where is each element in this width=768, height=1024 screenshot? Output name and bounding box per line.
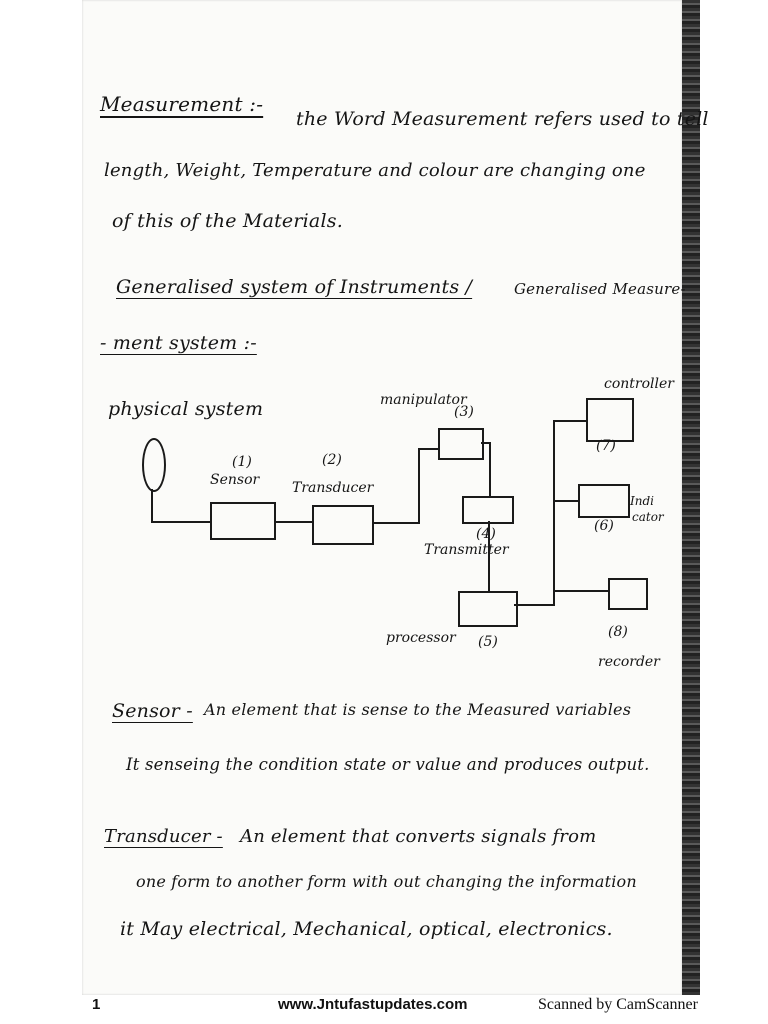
transmitter-number: (4) [476, 526, 496, 542]
gms-heading-a: Generalised system of Instruments / [116, 276, 473, 298]
processor-label: processor [386, 630, 456, 646]
indicator-box [578, 484, 630, 518]
transducer-label: Transducer [292, 480, 374, 496]
measurement-line-2: length, Weight, Temperature and colour a… [104, 160, 646, 181]
connector [274, 521, 314, 523]
sensor-box [210, 502, 276, 540]
manipulator-number: (3) [454, 404, 474, 420]
connector [488, 521, 490, 593]
page-edge [682, 0, 700, 995]
sensor-def-term: Sensor - [112, 700, 193, 722]
transducer-def-line-3: it May electrical, Mechanical, optical, … [120, 918, 613, 940]
sensor-def-line-2: It senseing the condition state or value… [126, 755, 650, 774]
measurement-line-1: the Word Measurement refers used to tell [296, 108, 709, 130]
sensor-label: Sensor [210, 472, 260, 488]
transducer-number: (2) [322, 452, 342, 468]
manipulator-box [438, 428, 484, 460]
transmitter-box [462, 496, 514, 524]
measurement-line-3: of this of the Materials. [112, 210, 343, 232]
gms-heading-c: - ment system :- [100, 332, 257, 354]
processor-box [458, 591, 518, 627]
connector [418, 448, 440, 450]
connector [481, 442, 491, 444]
recorder-label: recorder [598, 654, 660, 670]
connector [489, 442, 491, 498]
page-number: 1 [92, 996, 101, 1013]
processor-number: (5) [478, 634, 498, 650]
indicator-label-b: cator [632, 510, 664, 524]
transducer-box [312, 505, 374, 545]
connector [514, 604, 554, 606]
manipulator-label: manipulator [380, 392, 467, 408]
connector [372, 522, 420, 524]
transducer-def-line-2: one form to another form with out changi… [136, 872, 637, 891]
measurement-heading: Measurement :- [100, 92, 264, 116]
gms-heading-b: Generalised Measure- [514, 280, 686, 298]
transducer-def-line-1: An element that converts signals from [240, 826, 597, 847]
connector [553, 500, 579, 502]
website-text: www.Jntufastupdates.com [278, 996, 468, 1013]
connector [553, 420, 555, 606]
recorder-box [608, 578, 648, 610]
connector [553, 420, 587, 422]
indicator-number: (6) [594, 518, 614, 534]
connector [151, 521, 211, 523]
transducer-def-term: Transducer - [104, 826, 223, 847]
controller-number: (7) [596, 438, 616, 454]
controller-box [586, 398, 634, 442]
connector [418, 448, 420, 524]
indicator-label-a: Indi [630, 494, 654, 508]
sensor-number: (1) [232, 454, 252, 470]
scanner-watermark: Scanned by CamScanner [538, 996, 698, 1013]
transmitter-label: Transmitter [424, 542, 509, 558]
controller-label: controller [604, 376, 674, 392]
physical-system-label: physical system [108, 398, 264, 420]
connector [151, 489, 153, 523]
recorder-number: (8) [608, 624, 628, 640]
notebook-page [82, 0, 682, 995]
connector [553, 590, 609, 592]
sensor-def-line-1: An element that is sense to the Measured… [204, 700, 632, 719]
physical-system-oval [142, 438, 166, 492]
